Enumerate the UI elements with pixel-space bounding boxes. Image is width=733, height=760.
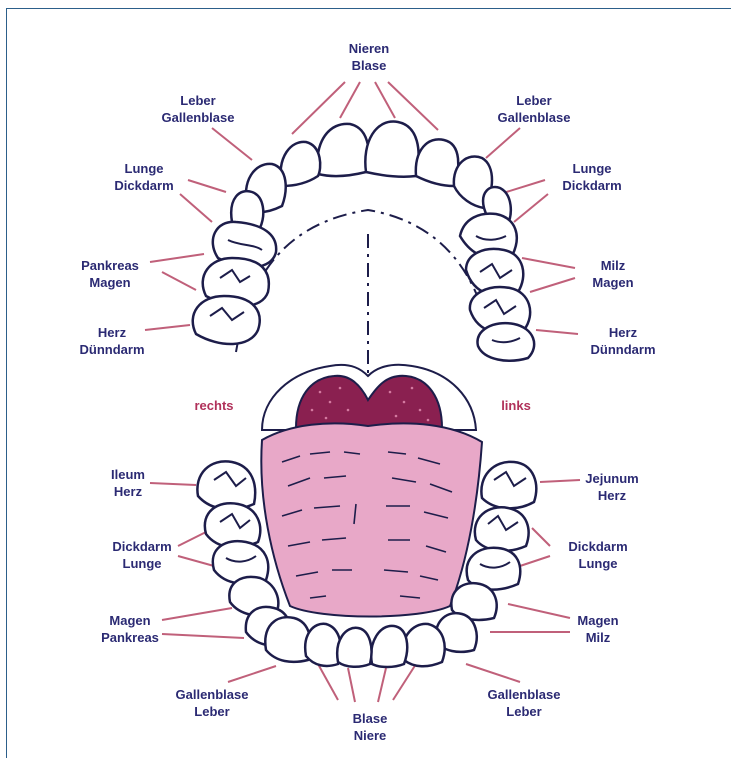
upper-teeth: [193, 122, 534, 361]
side-label-left: links: [501, 398, 531, 413]
side-label-right: rechts: [194, 398, 233, 413]
tongue: [261, 423, 482, 616]
label-lower-right-1: IleumJejunumHerz: [585, 470, 638, 504]
palate-lines: [236, 210, 492, 380]
